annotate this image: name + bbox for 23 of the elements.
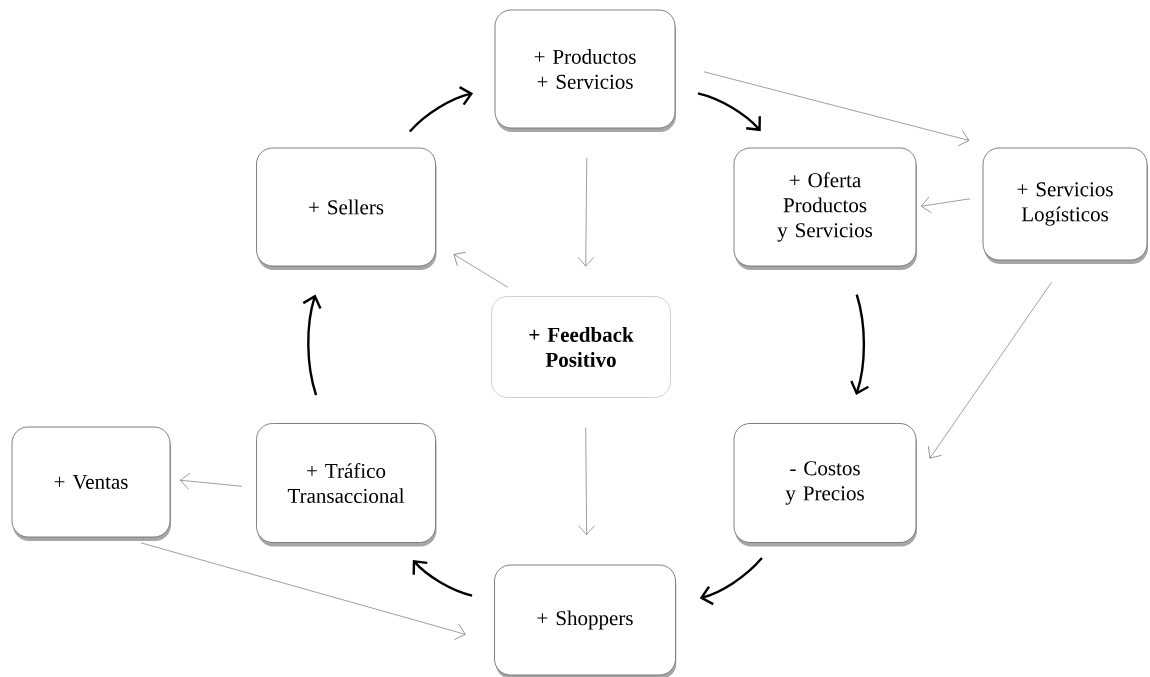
rounded-box: + Sellers: [256, 147, 437, 270]
rounded-box: + Servicios Logísticos: [982, 147, 1148, 264]
arrow: [578, 427, 595, 535]
arrow: [409, 86, 474, 133]
arrow: [180, 472, 243, 490]
arrow: [697, 92, 761, 132]
rounded-box: + Ventas: [11, 426, 171, 541]
arrow: [302, 294, 322, 396]
arrow: [921, 196, 971, 213]
rounded-box: + Oferta Productos y Servicios: [733, 147, 917, 270]
arrow: [928, 281, 1052, 459]
arrow: [577, 157, 595, 267]
rounded-box: + Productos + Servicios: [494, 9, 676, 132]
rounded-box: - Costos y Precios: [733, 423, 917, 547]
rounded-box: + Shoppers: [494, 564, 677, 677]
rounded-box: + Tráfico Transaccional: [256, 423, 437, 547]
arrow: [140, 542, 466, 640]
arrow: [412, 559, 473, 597]
arrow: [850, 294, 869, 396]
rounded-box: + Feedback Positivo: [491, 296, 671, 398]
arrow: [699, 557, 763, 606]
arrow: [703, 71, 970, 147]
arrow: [453, 252, 509, 288]
